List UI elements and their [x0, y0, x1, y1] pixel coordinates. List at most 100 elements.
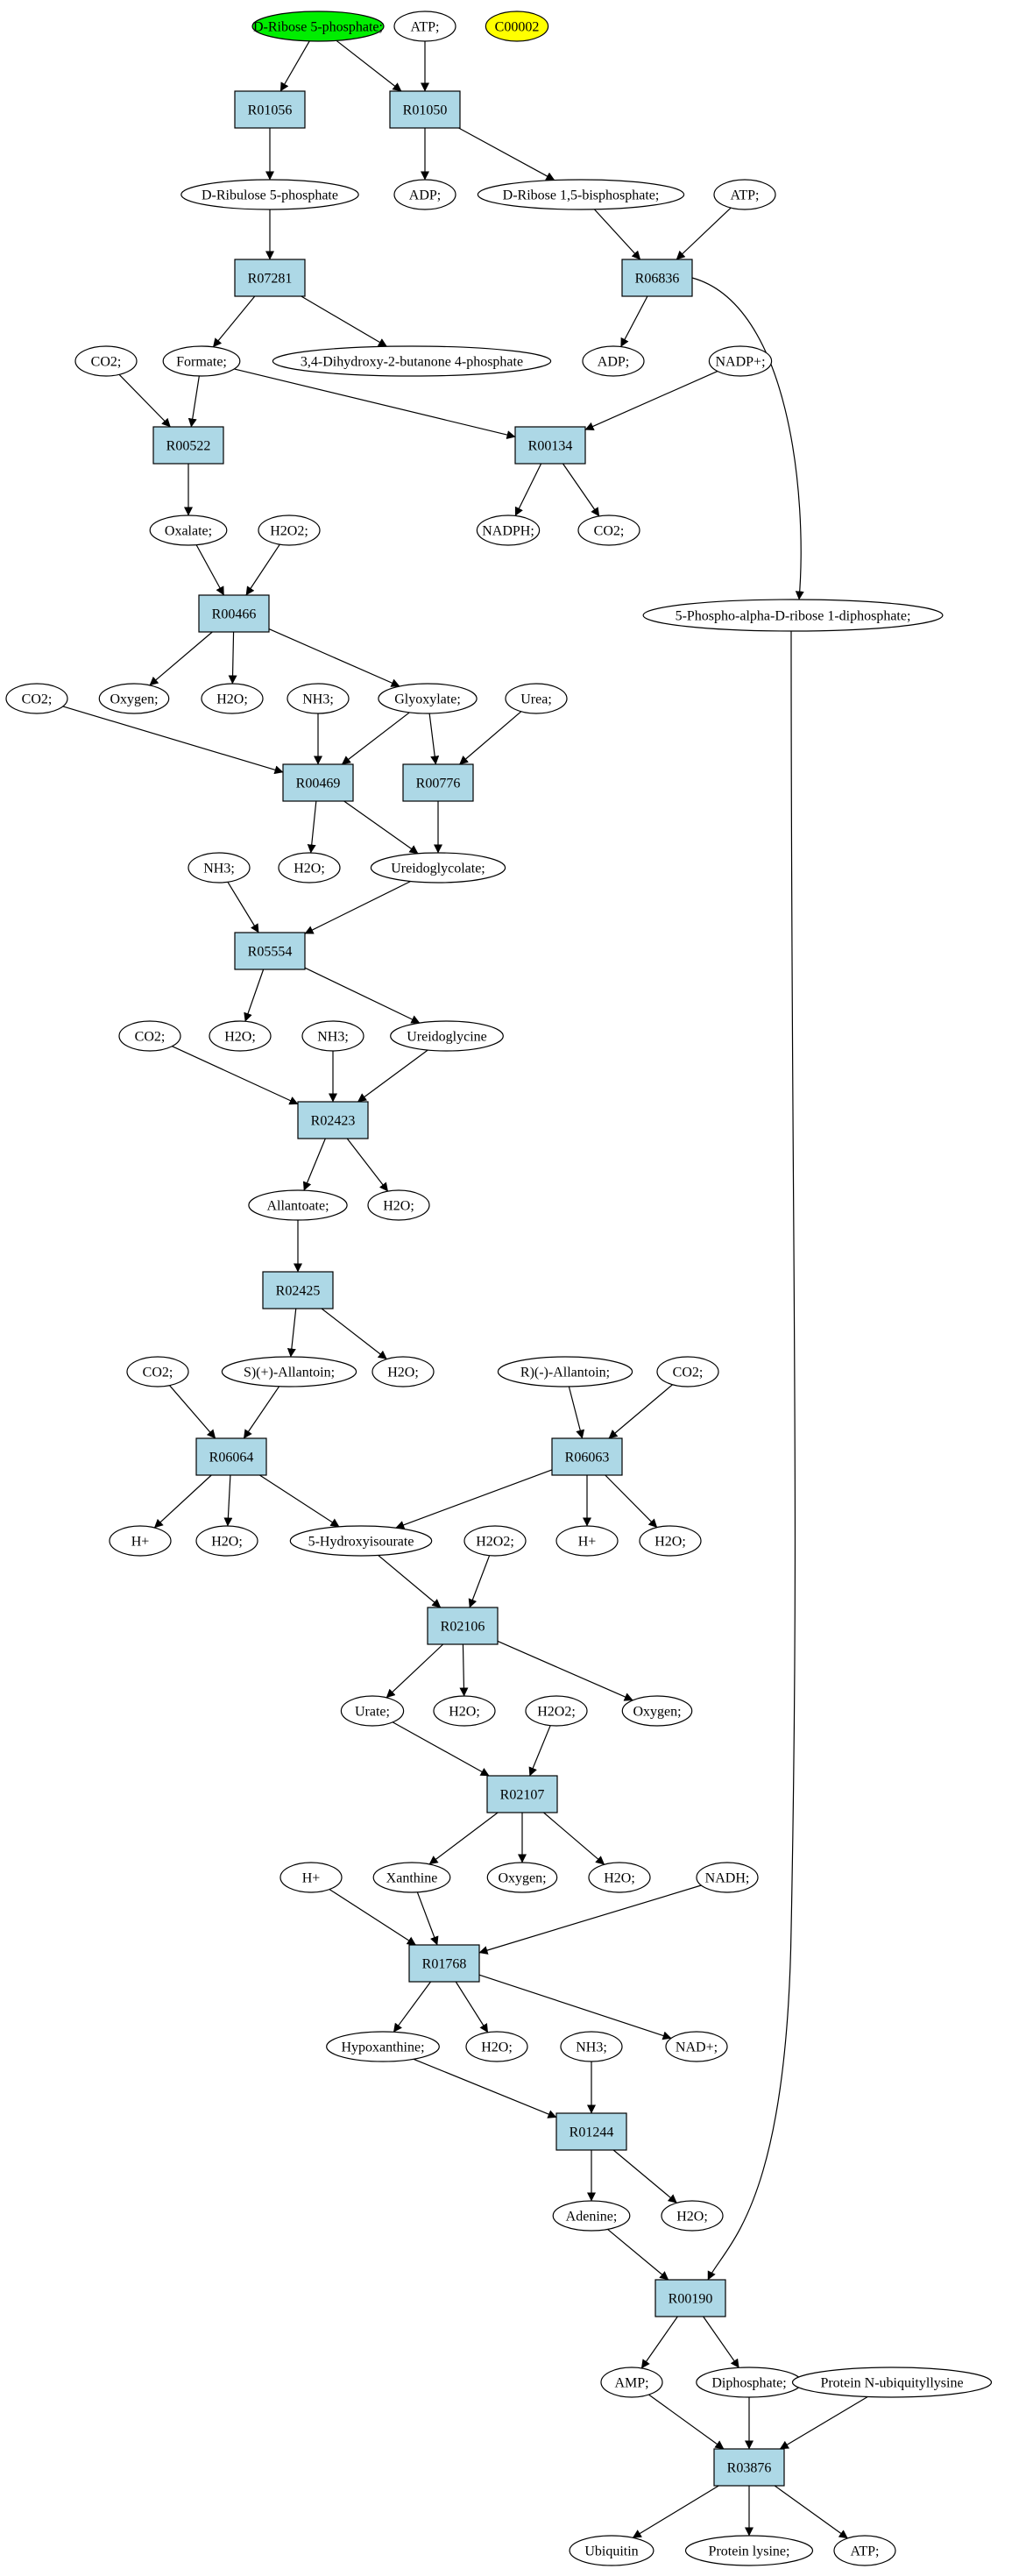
compound-node-n_hplus1[interactable]: H+	[109, 1525, 172, 1557]
compound-node-n_adp2[interactable]: ADP;	[582, 345, 645, 377]
compound-node-n_start[interactable]: D-Ribose 5-phosphate;	[251, 11, 385, 42]
compound-node-n_urea[interactable]: Urea;	[505, 683, 568, 714]
compound-node-n_nh3a[interactable]: NH3;	[287, 683, 350, 714]
reaction-node-R07281[interactable]: R07281	[234, 259, 306, 297]
reaction-node-R02423[interactable]: R02423	[297, 1101, 369, 1139]
compound-node-n_nad[interactable]: NAD+;	[665, 2031, 728, 2062]
reaction-node-R00776[interactable]: R00776	[402, 763, 474, 802]
compound-node-n_pnul[interactable]: Protein N-ubiquityllysine	[791, 2367, 993, 2398]
compound-node-n_h2o2c[interactable]: H2O2;	[525, 1695, 588, 1727]
reaction-node-R01768[interactable]: R01768	[408, 1944, 480, 1983]
compound-node-n_h2o2a[interactable]: H2O2;	[258, 514, 321, 546]
reaction-node-R06063[interactable]: R06063	[551, 1437, 623, 1476]
compound-node-n_h2o4[interactable]: H2O;	[367, 1189, 430, 1221]
compound-node-n_h2o10[interactable]: H2O;	[465, 2031, 528, 2062]
compound-node-n_allantoate[interactable]: Allantoate;	[248, 1189, 348, 1221]
compound-node-n_glyox[interactable]: Glyoxylate;	[378, 683, 478, 714]
reaction-node-R05554[interactable]: R05554	[234, 932, 306, 970]
compound-node-n_nh3b[interactable]: NH3;	[187, 852, 251, 884]
compound-node-n_plys[interactable]: Protein lysine;	[684, 2535, 814, 2566]
compound-node-n_co2b[interactable]: CO2;	[577, 514, 640, 546]
compound-node-n_h2o7[interactable]: H2O;	[639, 1525, 702, 1557]
compound-node-n_h2o9[interactable]: H2O;	[588, 1862, 651, 1893]
reaction-node-R00522[interactable]: R00522	[152, 426, 224, 465]
node-label: H2O2;	[537, 1705, 576, 1720]
edge-R02425-to-n_sallan	[287, 1308, 297, 1358]
compound-node-n_dribu[interactable]: D-Ribulose 5-phosphate	[180, 179, 359, 210]
compound-ellipse	[791, 2367, 993, 2398]
compound-node-n_rallan[interactable]: R)(-)-Allantoin;	[497, 1356, 633, 1387]
compound-node-n_co2c[interactable]: CO2;	[5, 683, 68, 714]
compound-node-n_h2o11[interactable]: H2O;	[661, 2200, 724, 2232]
reaction-node-R02425[interactable]: R02425	[262, 1271, 334, 1309]
compound-node-n_ureidogly[interactable]: Ureidoglycine	[390, 1020, 504, 1052]
reaction-box	[389, 90, 461, 129]
compound-node-n_h2o8[interactable]: H2O;	[433, 1695, 496, 1727]
compound-ellipse	[149, 514, 228, 546]
compound-node-n_ureidogc[interactable]: Ureidoglycolate;	[370, 852, 506, 884]
compound-node-n_h2o6[interactable]: H2O;	[195, 1525, 258, 1557]
edge-n_formate-to-R00522	[187, 375, 200, 428]
reaction-node-R01050[interactable]: R01050	[389, 90, 461, 129]
compound-node-n_co2a[interactable]: CO2;	[74, 345, 138, 377]
reaction-node-R06064[interactable]: R06064	[195, 1437, 267, 1476]
compound-node-n_drbp[interactable]: D-Ribose 1,5-bisphosphate;	[477, 179, 685, 210]
compound-node-n_nh3c[interactable]: NH3;	[301, 1020, 364, 1052]
compound-node-n_amp[interactable]: AMP;	[600, 2367, 663, 2398]
compound-node-n_nadh[interactable]: NADH;	[696, 1862, 759, 1893]
compound-node-n_oxalate[interactable]: Oxalate;	[149, 514, 228, 546]
compound-node-n_h2o2b[interactable]: H2O2;	[463, 1525, 527, 1557]
compound-node-n_adenine[interactable]: Adenine;	[552, 2200, 631, 2232]
reaction-node-R01244[interactable]: R01244	[555, 2112, 627, 2151]
compound-node-n_atp2[interactable]: ATP;	[713, 179, 776, 210]
compound-node-n_hplus3[interactable]: H+	[279, 1862, 343, 1893]
compound-node-n_h2o1[interactable]: H2O;	[201, 683, 264, 714]
compound-node-n_nadp[interactable]: NADP+;	[708, 345, 773, 377]
compound-node-n_co2f[interactable]: CO2;	[656, 1356, 719, 1387]
edge-R06836-to-n_adp2	[620, 295, 648, 347]
compound-node-n_hplus2[interactable]: H+	[555, 1525, 619, 1557]
reaction-node-R00134[interactable]: R00134	[514, 426, 586, 465]
compound-node-n_h2o5[interactable]: H2O;	[371, 1356, 435, 1387]
reaction-node-R00466[interactable]: R00466	[198, 594, 270, 633]
node-label: NH3;	[576, 2040, 607, 2055]
compound-node-n_prpp[interactable]: 5-Phospho-alpha-D-ribose 1-diphosphate;	[642, 599, 944, 632]
compound-node-n_formate[interactable]: Formate;	[162, 345, 241, 377]
reaction-node-R00190[interactable]: R00190	[654, 2279, 726, 2317]
compound-node-n_h2o2[interactable]: H2O;	[278, 852, 341, 884]
compound-node-n_adp1[interactable]: ADP;	[393, 179, 456, 210]
node-label: Hypoxanthine;	[341, 2040, 424, 2055]
compound-node-n_sallan[interactable]: S)(+)-Allantoin;	[221, 1356, 357, 1387]
compound-node-n_oxy2[interactable]: Oxygen;	[621, 1695, 693, 1727]
reaction-node-R00469[interactable]: R00469	[282, 763, 354, 802]
compound-node-n_h2o3[interactable]: H2O;	[209, 1020, 272, 1052]
node-label: H2O;	[654, 1535, 686, 1550]
compound-node-n_atp3[interactable]: ATP;	[833, 2535, 896, 2566]
compound-node-n_diphos[interactable]: Diphosphate;	[696, 2367, 803, 2398]
compound-node-n_xanthine[interactable]: Xanthine	[372, 1862, 451, 1893]
compound-node-n_co2d[interactable]: CO2;	[118, 1020, 181, 1052]
compound-ellipse	[485, 11, 549, 42]
compound-node-n_oxy3[interactable]: Oxygen;	[486, 1862, 558, 1893]
compound-node-n_atp1[interactable]: ATP;	[393, 11, 456, 42]
compound-node-n_co2e[interactable]: CO2;	[126, 1356, 189, 1387]
compound-node-n_ubiq[interactable]: Ubiquitin	[569, 2535, 654, 2566]
compound-node-n_nadph[interactable]: NADPH;	[476, 514, 541, 546]
reaction-node-R03876[interactable]: R03876	[713, 2448, 785, 2487]
reaction-node-R01056[interactable]: R01056	[234, 90, 306, 129]
reaction-node-R02107[interactable]: R02107	[486, 1775, 558, 1813]
compound-node-n_urate[interactable]: Urate;	[340, 1695, 405, 1727]
compound-node-n_c00002[interactable]: C00002	[485, 11, 549, 42]
compound-node-n_hypox[interactable]: Hypoxanthine;	[326, 2031, 440, 2062]
compound-ellipse	[390, 1020, 504, 1052]
compound-ellipse	[279, 1862, 343, 1893]
compound-node-n_dhb[interactable]: 3,4-Dihydroxy-2-butanone 4-phosphate	[272, 345, 552, 377]
node-label: Diphosphate;	[711, 2376, 786, 2391]
reaction-node-R02106[interactable]: R02106	[427, 1607, 499, 1645]
edge-R02107-to-n_h2o9	[543, 1812, 605, 1865]
reaction-node-R06836[interactable]: R06836	[621, 259, 693, 297]
compound-node-n_hiu[interactable]: 5-Hydroxyisourate	[289, 1525, 433, 1557]
compound-node-n_nh3d[interactable]: NH3;	[560, 2031, 623, 2062]
compound-node-n_oxy1[interactable]: Oxygen;	[98, 683, 170, 714]
reaction-box	[234, 90, 306, 129]
